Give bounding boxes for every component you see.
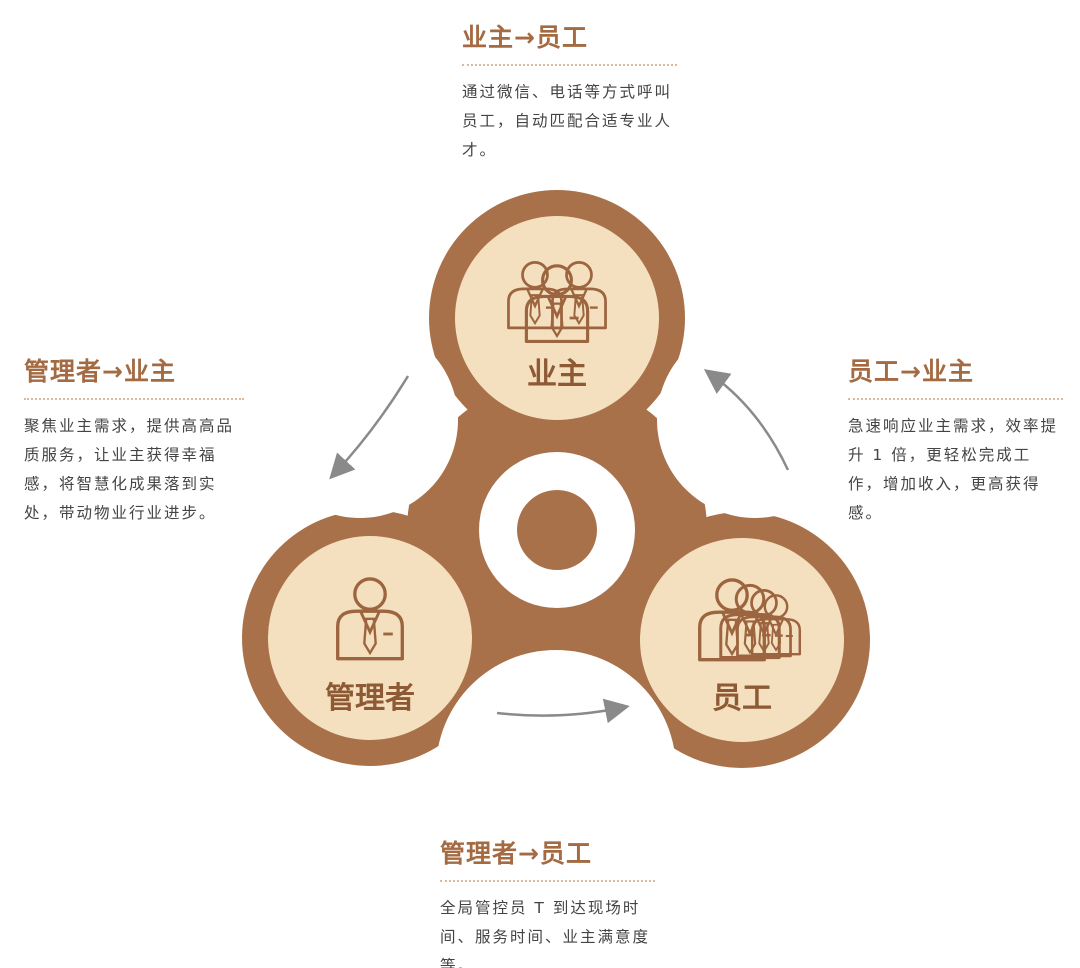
flow-title: 业主→员工	[462, 23, 588, 52]
owner-node: 业主	[455, 216, 659, 420]
flow-manager-to-staff: 管理者→员工 全局管控员 T 到达现场时间、服务时间、业主满意度等。	[440, 834, 655, 968]
flow-description: 全局管控员 T 到达现场时间、服务时间、业主满意度等。	[440, 899, 651, 968]
flow-manager-to-owner: 管理者→业主 聚焦业主需求，提供高高品质服务，让业主获得幸福感，将智慧化成果落到…	[24, 352, 244, 528]
flow-staff-to-owner: 员工→业主 急速响应业主需求，效率提升 1 倍，更轻松完成工作，增加收入，更高获…	[848, 352, 1063, 528]
arrow-staff-to-owner	[703, 369, 790, 471]
flow-title: 管理者→业主	[24, 357, 176, 386]
manager-node-label: 管理者	[325, 681, 415, 716]
flow-owner-to-staff: 业主→员工 通过微信、电话等方式呼叫员工，自动匹配合适专业人才。	[462, 18, 677, 165]
owner-node-label: 业主	[527, 357, 587, 392]
staff-node-label: 员工	[712, 681, 772, 716]
flow-title: 员工→业主	[848, 357, 974, 386]
dotted-divider	[440, 880, 655, 882]
center-hub	[479, 452, 635, 608]
dotted-divider	[848, 398, 1063, 400]
staff-node: 员工	[640, 538, 844, 742]
dotted-divider	[462, 64, 677, 66]
arrow-manager-to-staff	[496, 698, 630, 724]
dotted-divider	[24, 398, 244, 400]
flow-description: 通过微信、电话等方式呼叫员工，自动匹配合适专业人才。	[462, 83, 673, 159]
arrow-manager-to-owner	[329, 375, 410, 480]
flow-title: 管理者→员工	[440, 839, 592, 868]
flow-description: 急速响应业主需求，效率提升 1 倍，更轻松完成工作，增加收入，更高获得感。	[848, 417, 1059, 522]
flow-description: 聚焦业主需求，提供高高品质服务，让业主获得幸福感，将智慧化成果落到实处，带动物业…	[24, 417, 235, 522]
manager-node: 管理者	[268, 536, 472, 740]
